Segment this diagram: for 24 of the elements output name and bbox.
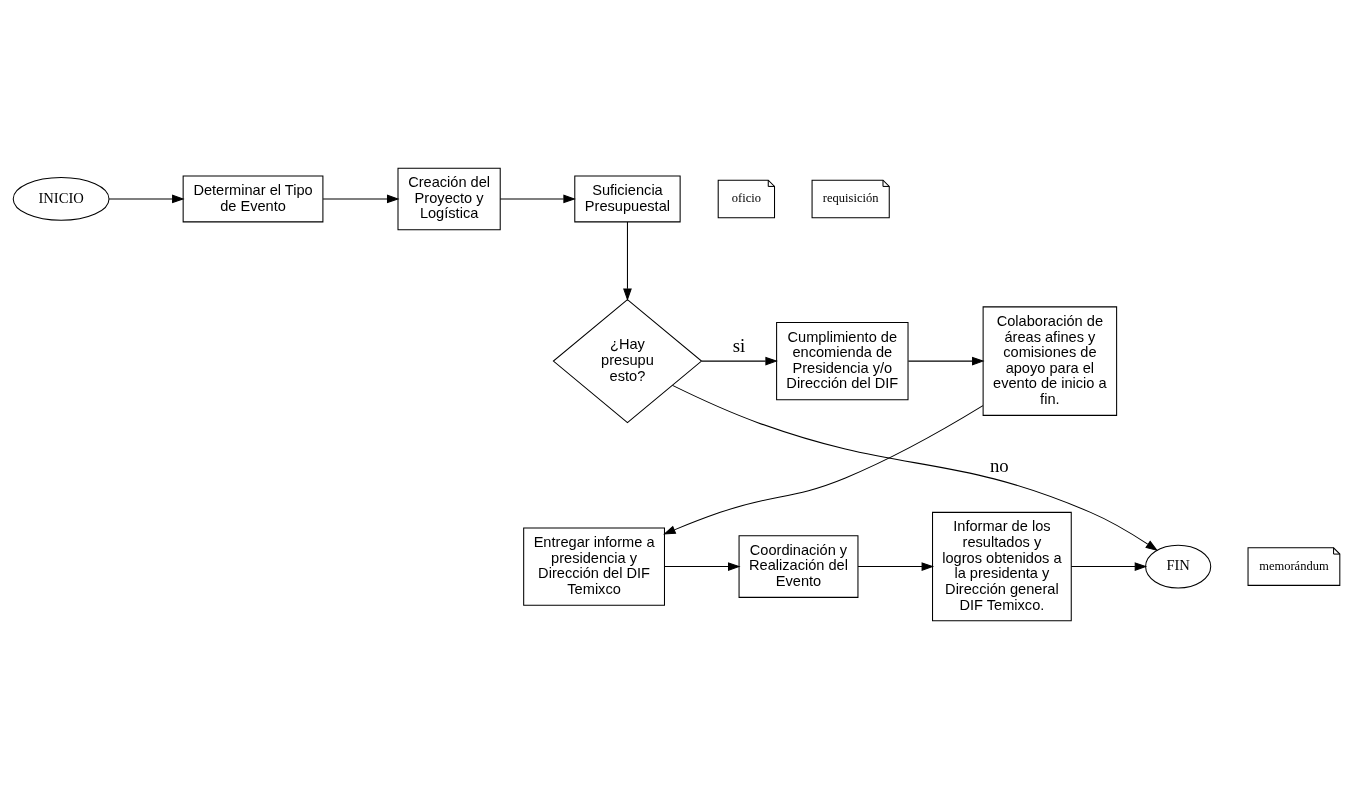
node-box: Suficiencia Presupuestal [574,174,681,222]
node-ellipse: INICIO [12,176,110,221]
arrow [672,384,1159,551]
arrow [701,356,778,365]
node-box: Cumplimiento de encomienda de Presidencia y/o Dirección del DIF [776,321,909,400]
edge-label: no [989,454,1009,476]
arrow [499,194,576,203]
arrow [664,561,741,571]
arrow [663,404,984,535]
node-box: Creación del Proyecto y Logística [397,167,501,230]
arrow [108,194,185,203]
arrow [623,220,632,301]
arrow [322,194,400,203]
node-diamond: ¿Hay presupu esto? [552,298,703,423]
node-ellipse: FIN [1145,544,1212,588]
node-box: Informar de los resultados y logros obtenidos a la presidenta y Dirección general DIF Temixco. [932,511,1072,621]
node-box: Determinar el Tipo de Evento [182,174,324,222]
arrow [907,356,985,365]
node-box: Colaboración de áreas afines y comisiones de apoyo para el evento de inicio a fin. [982,305,1118,416]
node-box: Entregar informe a presidencia y Dirección del DIF Temixco [523,527,665,606]
arrow [1070,561,1148,571]
edge-label: si [732,334,746,356]
node-box: Coordinación y Realización del Evento [738,534,859,598]
arrow [857,561,935,571]
